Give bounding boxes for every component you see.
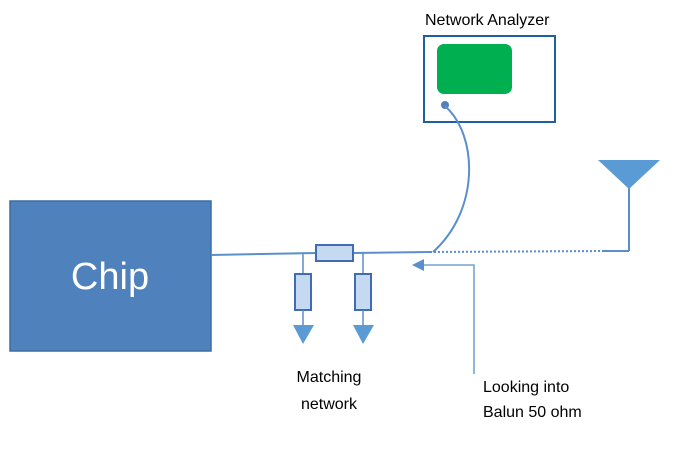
series-component xyxy=(315,244,354,262)
balun-annotation-line1: Looking into xyxy=(483,379,569,396)
pointer-line xyxy=(424,264,475,374)
chip-block xyxy=(9,200,212,352)
balun-annotation-line2: Balun 50 ohm xyxy=(483,404,582,421)
ground-icon xyxy=(353,325,374,344)
network-analyzer-label: Network Analyzer xyxy=(425,12,550,29)
shunt-component xyxy=(294,273,312,311)
dotted-line-to-antenna xyxy=(429,250,605,253)
ground-icon xyxy=(293,325,314,344)
network-analyzer-screen xyxy=(437,44,512,94)
shunt-component xyxy=(354,273,372,311)
chip-label: Chip xyxy=(71,256,149,298)
transmission-line xyxy=(210,252,317,256)
transmission-line xyxy=(352,251,431,254)
probe-cable xyxy=(432,105,470,253)
matching-network-label-line1: Matching xyxy=(297,369,362,386)
antenna-icon xyxy=(598,160,660,189)
arrow-icon xyxy=(412,259,424,271)
matching-network-label-line2: network xyxy=(301,396,358,413)
